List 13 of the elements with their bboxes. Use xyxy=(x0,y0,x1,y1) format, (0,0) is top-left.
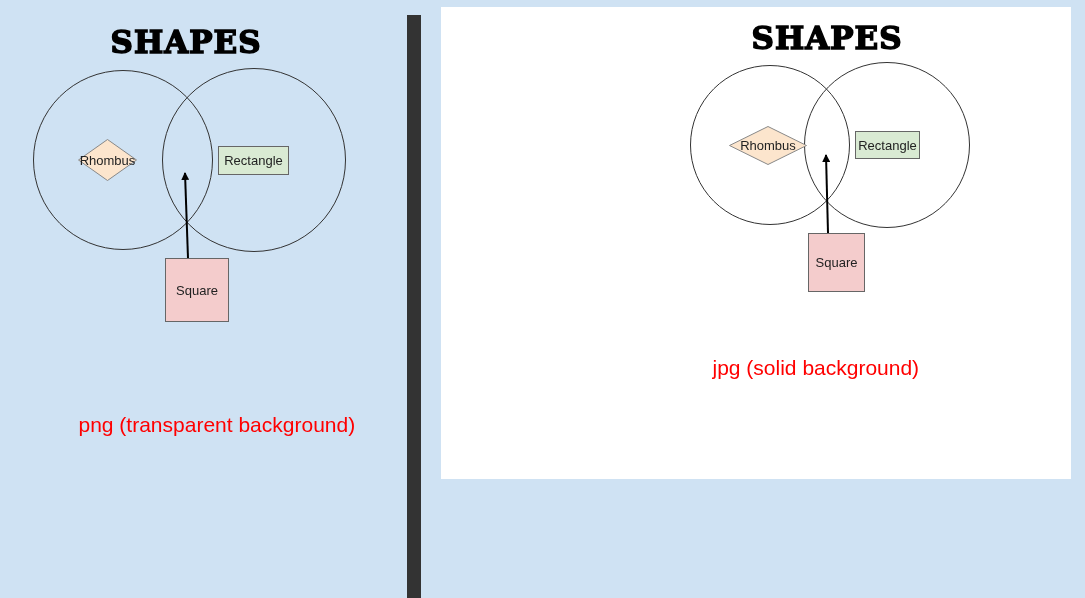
title-text: SHAPES xyxy=(110,24,262,60)
rectangle-shape: Rectangle xyxy=(855,131,920,159)
rectangle-shape: Rectangle xyxy=(218,146,289,175)
arrow xyxy=(181,172,190,259)
rhombus-shape: Rhombus xyxy=(78,139,137,181)
square-shape: Square xyxy=(808,233,865,292)
rhombus-shape: Rhombus xyxy=(729,126,807,165)
divider-bar xyxy=(407,15,421,598)
square-shape: Square xyxy=(165,258,229,322)
arrow xyxy=(822,154,831,234)
title-text: SHAPES xyxy=(751,20,903,56)
caption-text: jpg (solid background) xyxy=(712,356,920,380)
caption-text: png (transparent background) xyxy=(78,413,356,437)
